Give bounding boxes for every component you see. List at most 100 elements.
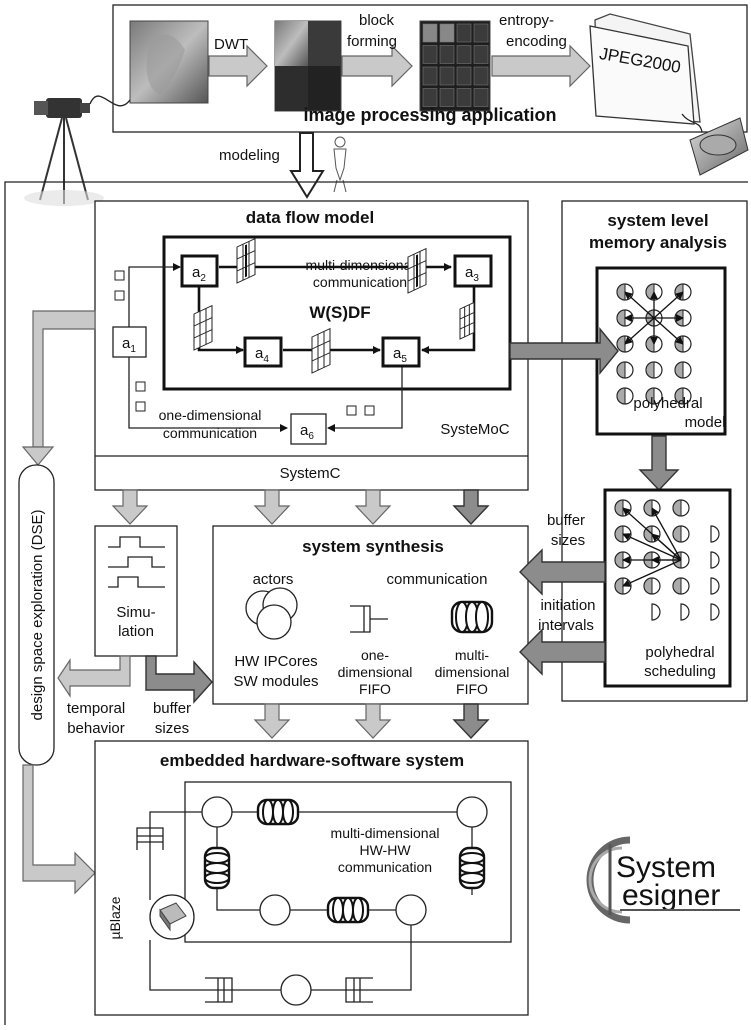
hw-node <box>202 797 232 827</box>
actor-a2: a2 <box>182 256 217 286</box>
sim-buffer-sizes-arrow <box>146 656 212 702</box>
temporal-line2: behavior <box>67 720 125 737</box>
token-square <box>136 402 145 411</box>
temporal-behavior-arrow <box>58 656 130 696</box>
multi-dim-fifo-icon <box>452 602 492 632</box>
systemc-label: SystemC <box>280 465 341 482</box>
multi-dim-line2: dimensional <box>435 664 510 680</box>
one-dim-line3: FIFO <box>359 681 391 697</box>
md-fifo-icon <box>328 898 368 922</box>
hw-ipcores-label: HW IPCores <box>234 653 317 670</box>
polyhedral-scheduling-line1: polyhedral <box>645 644 714 661</box>
hw-node <box>260 895 290 925</box>
iteration-point <box>673 500 689 516</box>
token-square <box>347 406 356 415</box>
iteration-point <box>673 526 689 542</box>
buffer-sizes-line1: buffer <box>547 512 585 529</box>
md-comm-line2: communication <box>313 274 407 290</box>
dse-down-arrow-head <box>23 447 53 465</box>
synth-to-embedded-arrow-2 <box>356 704 390 738</box>
image-processing-app: DWT block forming entropy- encoding JPEG… <box>24 5 748 206</box>
token-grid <box>460 302 474 339</box>
logo-line2: esigner <box>622 879 720 912</box>
sim-buffer-line2: sizes <box>155 720 189 737</box>
dfm-to-synth-arrow-2 <box>356 490 390 524</box>
memory-title-line1: system level <box>607 211 708 230</box>
lena-image <box>130 21 208 103</box>
embedded-system: embedded hardware-software system <box>95 741 528 1015</box>
dse-feed-arrow <box>33 311 95 447</box>
person-icon <box>334 137 346 192</box>
modeling-arrow <box>291 133 323 197</box>
one-dim-line1: one- <box>361 647 389 663</box>
actor-a3: a3 <box>455 256 491 286</box>
modeling-label: modeling <box>219 147 280 164</box>
token-square <box>115 271 124 280</box>
actor-a1: a1 <box>113 327 146 357</box>
sim-label-line1: Simu- <box>116 604 155 621</box>
token-square <box>115 291 124 300</box>
iteration-point <box>646 362 662 378</box>
block-label: block <box>359 12 395 29</box>
synth-to-embedded-arrow-3 <box>454 704 488 738</box>
systemdesigner-logo: System esigner <box>590 840 740 920</box>
sim-buffer-line1: buffer <box>153 700 191 717</box>
token-grid <box>312 329 330 373</box>
app-title: image processing application <box>303 105 556 125</box>
synthesis-title: system synthesis <box>302 537 444 556</box>
data-flow-model: data flow model SystemC SysteMoC W(S)DF … <box>95 201 528 490</box>
token-grid <box>237 239 255 283</box>
cpu-chip-icon <box>150 895 194 939</box>
iteration-point <box>675 362 691 378</box>
dwt-label: DWT <box>214 36 248 53</box>
md-fifo-icon <box>205 848 229 888</box>
block-grid-image <box>420 21 490 111</box>
video-camera-icon <box>24 98 104 206</box>
embedded-comm-line1: multi-dimensional <box>331 825 440 841</box>
actor-a4: a4 <box>245 338 281 366</box>
hw-node <box>457 797 487 827</box>
simulation-box: Simu- lation <box>95 526 177 656</box>
actor-a6: a6 <box>291 414 326 444</box>
sw-modules-label: SW modules <box>233 673 318 690</box>
token-grid <box>194 306 212 350</box>
polyhedral-model-line2: model <box>685 414 726 431</box>
systemc-to-sim-arrow <box>113 490 147 524</box>
synth-to-embedded-arrow-1 <box>255 704 289 738</box>
dwt-image <box>275 21 341 111</box>
md-fifo-icon <box>460 848 484 888</box>
dse-label: design space exploration (DSE) <box>29 510 46 721</box>
multi-dim-line1: multi- <box>455 647 490 663</box>
iteration-point <box>617 362 633 378</box>
token-square <box>136 382 145 391</box>
initiation-line2: intervals <box>538 617 594 634</box>
embedded-comm-line2: HW-HW <box>359 842 411 858</box>
dfm-to-synth-arrow-3 <box>454 490 488 524</box>
encoding-label: encoding <box>506 33 567 50</box>
polyhedral-scheduling-line2: scheduling <box>644 663 716 680</box>
hw-node <box>396 895 426 925</box>
token-grid <box>408 249 426 293</box>
one-dim-line2: dimensional <box>338 664 413 680</box>
temporal-line1: temporal <box>67 700 125 717</box>
wsdf-label: W(S)DF <box>309 303 370 322</box>
memory-title-line2: memory analysis <box>589 233 727 252</box>
systemoc-label: SysteMoC <box>440 421 509 438</box>
ublaze-label: µBlaze <box>107 896 123 939</box>
multi-dim-line3: FIFO <box>456 681 488 697</box>
md-fifo-icon <box>258 800 298 824</box>
embedded-title: embedded hardware-software system <box>160 751 464 770</box>
iteration-point <box>644 578 660 594</box>
forming-label: forming <box>347 33 397 50</box>
dfm-to-synth-arrow-1 <box>255 490 289 524</box>
sim-label-line2: lation <box>118 623 154 640</box>
od-comm-line1: one-dimensional <box>159 407 262 423</box>
token-square <box>365 406 374 415</box>
iteration-point <box>617 388 633 404</box>
md-comm-line1: multi-dimensional <box>306 257 415 273</box>
dse-to-embedded-arrow <box>23 765 95 893</box>
entropy-label: entropy- <box>499 12 554 29</box>
communication-label: communication <box>387 571 488 588</box>
buffer-sizes-line2: sizes <box>551 532 585 549</box>
system-synthesis: system synthesis actors communication HW… <box>213 526 528 704</box>
